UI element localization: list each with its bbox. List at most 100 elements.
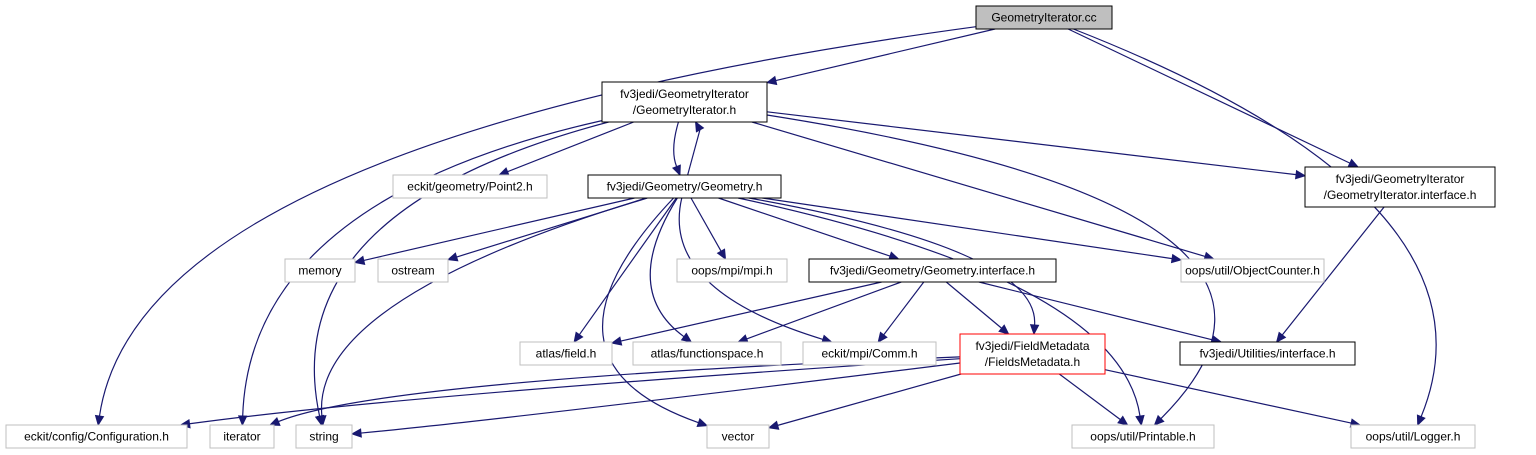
node-funcspace[interactable]: atlas/functionspace.h: [632, 341, 782, 366]
edge-line: [507, 121, 634, 173]
node-label: fv3jedi/Geometry/Geometry.interface.h: [830, 264, 1035, 278]
edge-geom-h-to-mpi-h: [690, 197, 727, 261]
edge-geom-h-to-vector: [602, 197, 709, 427]
node-mpi-h[interactable]: oops/mpi/mpi.h: [676, 258, 788, 283]
edge-gi-h-to-objcounter: [751, 121, 1215, 261]
node-box: [392, 174, 548, 199]
node-geom-if[interactable]: fv3jedi/Geometry/Geometry.interface.h: [808, 258, 1057, 283]
node-field[interactable]: atlas/field.h: [519, 341, 613, 366]
node-iterator[interactable]: iterator: [209, 424, 275, 449]
edge-arrowhead: [610, 336, 623, 346]
node-printable[interactable]: oops/util/Printable.h: [1071, 424, 1215, 449]
node-box: [295, 424, 353, 449]
edge-arrowhead: [350, 428, 362, 438]
node-box: [975, 5, 1113, 30]
node-label: oops/mpi/mpi.h: [691, 264, 772, 278]
node-label: /GeometryIterator.h: [633, 103, 736, 117]
node-label: atlas/functionspace.h: [651, 347, 764, 361]
node-box: [519, 341, 613, 366]
edge-geom-h-to-field: [573, 197, 677, 344]
edge-geom-if-to-funcspace: [737, 281, 902, 344]
edge-arrowhead: [1153, 414, 1165, 426]
node-point2[interactable]: eckit/geometry/Point2.h: [392, 174, 548, 199]
edge-arrowhead: [1275, 331, 1287, 343]
edge-line: [766, 111, 1297, 176]
edge-root-to-gi-h: [765, 28, 996, 86]
node-fieldsmeta[interactable]: fv3jedi/FieldMetadata/FieldsMetadata.h: [959, 333, 1106, 375]
node-box: [284, 258, 356, 283]
node-string[interactable]: string: [295, 424, 353, 449]
edge-root-to-logger: [1073, 28, 1437, 427]
node-label: oops/util/Logger.h: [1366, 430, 1461, 444]
edge-fieldsmeta-to-printable: [1058, 373, 1129, 426]
edge-line: [762, 197, 1173, 260]
edge-line: [189, 358, 961, 425]
edge-geom-if-to-field: [610, 281, 882, 346]
node-objcounter[interactable]: oops/util/ObjectCounter.h: [1180, 258, 1325, 283]
node-label: fv3jedi/GeometryIterator: [1336, 172, 1465, 186]
edge-line: [649, 197, 685, 338]
edge-gi-h-to-iterator: [237, 120, 603, 427]
edge-line: [775, 28, 996, 82]
node-box: [808, 258, 1057, 283]
node-label: eckit/mpi/Comm.h: [821, 347, 917, 361]
edge-fieldsmeta-to-vector: [767, 373, 962, 430]
node-geom-h[interactable]: fv3jedi/Geometry/Geometry.h: [587, 174, 782, 199]
edge-line: [602, 197, 699, 424]
node-memory[interactable]: memory: [284, 258, 356, 283]
edge-geom-if-to-fieldsmeta: [945, 281, 1010, 335]
edge-arrowhead: [694, 120, 705, 133]
edge-arrowhead: [696, 417, 709, 427]
node-label: iterator: [223, 430, 260, 444]
edge-gi-if-to-util-if: [1275, 206, 1385, 343]
node-box: [1179, 341, 1356, 366]
node-root[interactable]: GeometryIterator.cc: [975, 5, 1113, 30]
edge-arrowhead: [767, 420, 780, 430]
edge-geom-h-to-gi-h: [687, 120, 705, 176]
node-label: atlas/field.h: [536, 347, 597, 361]
edge-arrowhead: [94, 414, 105, 427]
node-comm[interactable]: eckit/mpi/Comm.h: [802, 341, 937, 366]
edge-arrowhead: [716, 248, 727, 261]
node-box: [1180, 258, 1325, 283]
edge-line: [620, 281, 882, 342]
node-logger[interactable]: oops/util/Logger.h: [1350, 424, 1476, 449]
node-box: [377, 258, 449, 283]
edge-arrowhead: [573, 331, 584, 344]
edge-arrowhead: [237, 415, 248, 427]
node-label: fv3jedi/Geometry/Geometry.h: [607, 180, 763, 194]
node-label: fv3jedi/Utilities/interface.h: [1199, 347, 1335, 361]
edge-arrowhead: [446, 252, 459, 262]
node-config[interactable]: eckit/config/Configuration.h: [5, 424, 188, 449]
edge-geom-if-to-comm: [877, 281, 925, 343]
node-box: [5, 424, 188, 449]
edge-arrowhead: [1170, 253, 1183, 264]
node-ostream[interactable]: ostream: [377, 258, 449, 283]
node-vector[interactable]: vector: [706, 424, 770, 449]
edge-arrowhead: [1135, 414, 1145, 427]
edge-geom-h-to-fieldsmeta: [748, 197, 1040, 336]
edge-line: [278, 356, 961, 423]
edge-arrowhead: [268, 416, 281, 426]
node-box: [601, 81, 768, 123]
edge-line: [777, 373, 962, 426]
edge-line: [718, 197, 891, 257]
node-box: [587, 174, 782, 199]
nodes-layer: GeometryIterator.cc fv3jedi/GeometryItera…: [5, 5, 1496, 449]
edge-line: [363, 197, 635, 261]
node-util-if[interactable]: fv3jedi/Utilities/interface.h: [1179, 341, 1356, 366]
edge-arrowhead: [671, 164, 681, 177]
edge-arrowhead: [765, 75, 778, 86]
node-label: /GeometryIterator.interface.h: [1324, 188, 1477, 202]
edge-arrowhead: [353, 255, 366, 265]
edge-fieldsmeta-to-config: [179, 358, 961, 429]
edge-gi-h-to-geom-h: [671, 121, 681, 177]
node-label: eckit/config/Configuration.h: [24, 430, 169, 444]
node-gi-if[interactable]: fv3jedi/GeometryIterator/GeometryIterato…: [1304, 166, 1496, 208]
node-label: oops/util/Printable.h: [1090, 430, 1195, 444]
edge-line: [1067, 28, 1351, 164]
edge-line: [673, 121, 680, 167]
node-gi-h[interactable]: fv3jedi/GeometryIterator/GeometryIterato…: [601, 81, 768, 123]
node-box: [676, 258, 788, 283]
edge-gi-h-to-gi-if: [766, 111, 1307, 180]
